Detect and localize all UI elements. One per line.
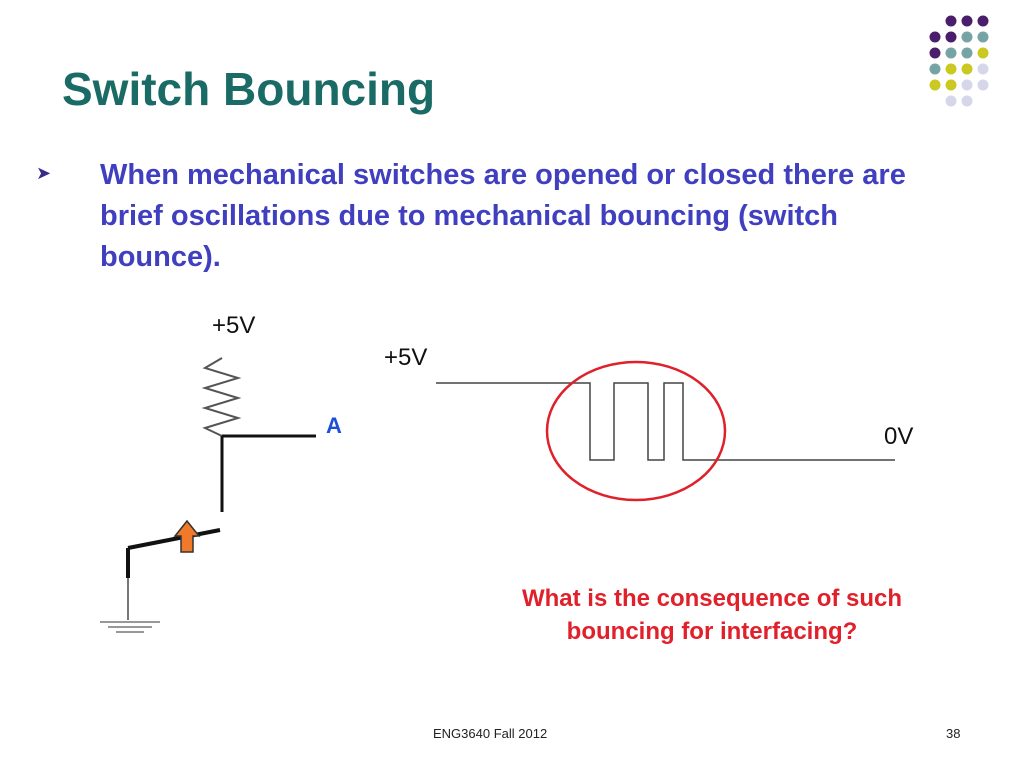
decor-dot xyxy=(945,15,957,27)
decor-dot xyxy=(945,47,957,59)
decor-dot xyxy=(945,63,957,75)
decor-dot xyxy=(977,79,989,91)
waveform-low-label: 0V xyxy=(884,423,913,450)
decor-dot xyxy=(929,79,941,91)
decor-dot xyxy=(945,79,957,91)
footer-course: ENG3640 Fall 2012 xyxy=(433,726,548,741)
decor-dot xyxy=(977,31,989,43)
bullet-text: When mechanical switches are opened or c… xyxy=(100,159,906,273)
switch-blade xyxy=(127,528,221,550)
waveform-high-label: +5V xyxy=(384,344,427,371)
decor-dot xyxy=(945,31,957,43)
decor-dot xyxy=(961,79,973,91)
decor-dot xyxy=(961,31,973,43)
decor-dot xyxy=(929,31,941,43)
ground-symbol-icon xyxy=(100,621,160,633)
bounce-waveform xyxy=(436,382,895,461)
decor-dot xyxy=(961,63,973,75)
decor-dot xyxy=(961,95,973,107)
slide-title: Switch Bouncing xyxy=(62,63,436,115)
decor-dot xyxy=(945,95,957,107)
decor-dot xyxy=(961,15,973,27)
footer-page-number: 38 xyxy=(946,726,961,741)
supply-voltage-label: +5V xyxy=(212,312,255,339)
question-text: What is the consequence of such bouncing… xyxy=(521,585,903,645)
switch-arrow-icon xyxy=(173,519,201,553)
decor-dot xyxy=(977,47,989,59)
decor-dot xyxy=(961,47,973,59)
decor-dot xyxy=(929,47,941,59)
arrow-bullet-icon: ➤ xyxy=(36,163,52,183)
pullup-resistor-icon xyxy=(201,357,242,437)
bounce-highlight-ellipse xyxy=(545,360,727,502)
decor-dot xyxy=(929,63,941,75)
decor-dot xyxy=(977,63,989,75)
decor-dot xyxy=(977,15,989,27)
node-a-label: A xyxy=(326,413,342,438)
